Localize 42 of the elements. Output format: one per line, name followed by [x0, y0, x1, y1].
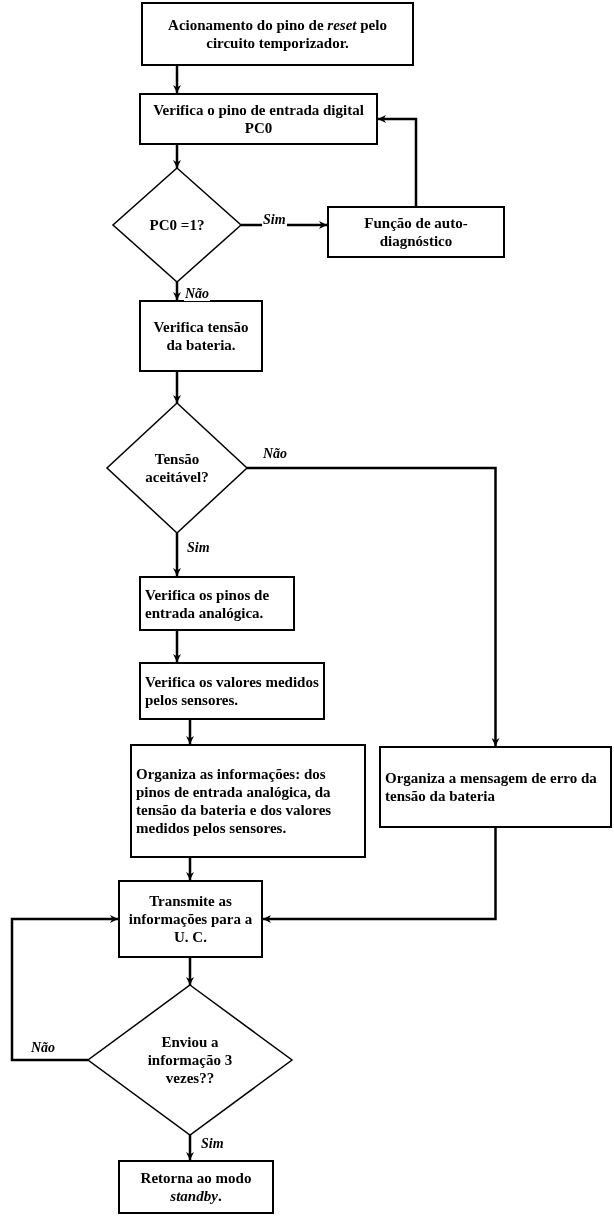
- process-box: [118, 1160, 274, 1214]
- arrow: [173, 372, 181, 403]
- decision-diamond: [88, 985, 292, 1135]
- edge-label: Não: [184, 286, 211, 302]
- arrow: [10, 915, 118, 1062]
- step-text: Verifica o pino de entrada digital PC0: [152, 101, 365, 137]
- arrow: [247, 466, 500, 746]
- decision-text: Enviou a informação 3 vezes??: [146, 1033, 234, 1087]
- process-box: [130, 744, 366, 858]
- step-text: Transmite as informações para a U. C.: [127, 892, 254, 946]
- arrow: [186, 858, 194, 880]
- step-text: Verifica os pinos de entrada analógica.: [144, 585, 271, 622]
- step-text: Retorna ao modo standby.: [139, 1169, 253, 1205]
- step-text: Acionamento do pino de reset pelo circuito temporizador.: [167, 16, 388, 52]
- arrow: [173, 66, 181, 93]
- process-box: [139, 576, 295, 631]
- arrow: [378, 115, 418, 206]
- process-box: [379, 746, 612, 828]
- arrow: [186, 720, 194, 744]
- step-text: Organiza a mensagem de erro da tensão da bateria: [384, 769, 598, 805]
- process-box: [139, 662, 325, 720]
- edge-label: Sim: [262, 212, 287, 228]
- arrow: [186, 1135, 194, 1160]
- arrow: [173, 145, 181, 168]
- arrow: [173, 533, 181, 576]
- process-box: [118, 880, 263, 958]
- step-text: Função de auto-diagnóstico: [363, 214, 469, 250]
- process-box: [139, 93, 378, 145]
- arrow: [173, 282, 181, 300]
- step-text: Verifica tensão da bateria.: [152, 318, 250, 354]
- process-box: [327, 206, 505, 258]
- decision-text: Tensão aceitável?: [144, 450, 210, 486]
- step-text: Verifica os valores medidos pelos sensores.: [144, 673, 320, 709]
- decision-text: PC0 =1?: [148, 216, 206, 234]
- arrow: [186, 958, 194, 985]
- arrow: [263, 828, 497, 923]
- decision-diamond: [107, 403, 247, 533]
- process-box: [141, 2, 414, 66]
- decision-diamond: [113, 168, 241, 282]
- process-box: [139, 300, 263, 372]
- step-text: Organiza as informações: dos pinos de entrada analógica, da tensão da bateria e dos valores medidos pelos sensores.: [135, 765, 333, 837]
- arrow: [173, 631, 181, 662]
